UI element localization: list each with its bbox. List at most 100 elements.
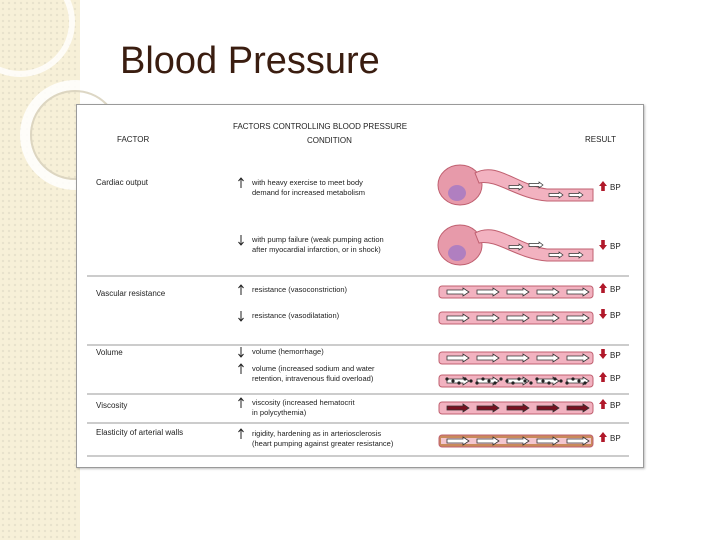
condition-text: resistance (vasodilatation): [252, 311, 340, 320]
flow-arrow: [528, 181, 544, 189]
flow-arrow: [476, 436, 500, 446]
heart-vessel-illustration: [437, 224, 594, 266]
bp-result-label: BP: [610, 311, 621, 320]
vessel-illustration: [438, 285, 594, 299]
bp-result-label: BP: [610, 351, 621, 360]
flow-arrow: [536, 436, 560, 446]
factor-label: Elasticity of arterial walls: [96, 428, 183, 437]
condition-text: volume (increased sodium and water: [252, 364, 375, 373]
fluid-particle: [499, 377, 503, 381]
bp-result-label: BP: [610, 183, 621, 192]
fluid-particle: [517, 377, 521, 381]
fluid-particle: [487, 379, 491, 383]
blood-pressure-figure: FACTORS CONTROLLING BLOOD PRESSURE FACTO…: [76, 104, 644, 468]
fluid-particle: [565, 381, 569, 385]
flow-arrow: [446, 287, 470, 297]
flow-arrow: [566, 436, 590, 446]
condition-text: with heavy exercise to meet body: [251, 178, 363, 187]
slide-title: Blood Pressure: [120, 40, 380, 82]
fluid-particle: [571, 377, 575, 381]
fluid-particle: [463, 377, 467, 381]
bp-result-label: BP: [610, 374, 621, 383]
direction-arrow-head: [238, 177, 244, 182]
fluid-particle: [559, 379, 563, 383]
fluid-particle: [511, 381, 515, 385]
header-condition: CONDITION: [307, 136, 352, 145]
condition-text: (heart pumping against greater resistanc…: [252, 439, 394, 448]
bp-up-arrow: [599, 283, 607, 293]
fluid-particle: [541, 379, 545, 383]
flow-arrow: [536, 353, 560, 363]
condition-text: after myocardial infarction, or in shock…: [252, 245, 381, 254]
flow-arrow: [568, 191, 584, 199]
decorative-side-band: [0, 0, 80, 540]
vessel-illustration: [438, 401, 594, 415]
aorta-vessel: [474, 169, 594, 202]
header-factor: FACTOR: [117, 135, 150, 144]
flow-arrow: [506, 436, 530, 446]
flow-arrow: [566, 287, 590, 297]
direction-arrow-head: [238, 284, 244, 289]
direction-arrow-head: [238, 353, 244, 358]
fluid-particle: [553, 377, 557, 381]
flow-arrow: [548, 251, 564, 259]
flow-arrow: [568, 251, 584, 259]
fluid-particle: [475, 381, 479, 385]
factor-label: Cardiac output: [96, 178, 149, 187]
condition-text: resistance (vasoconstriction): [252, 285, 348, 294]
flow-arrow: [548, 191, 564, 199]
bp-up-arrow: [599, 372, 607, 382]
flow-arrow: [446, 403, 470, 413]
flow-arrow: [536, 313, 560, 323]
factor-label: Viscosity: [96, 401, 127, 410]
direction-arrow-head: [238, 317, 244, 322]
vessel-illustration: [438, 351, 594, 365]
flow-arrow: [506, 313, 530, 323]
bp-result-label: BP: [610, 242, 621, 251]
factor-label: Volume: [96, 348, 123, 357]
fluid-particle: [481, 377, 485, 381]
flow-arrow: [476, 353, 500, 363]
bp-down-arrow: [599, 240, 607, 250]
bp-up-arrow: [599, 181, 607, 191]
heart-vessel-illustration: [437, 164, 594, 206]
direction-arrow-head: [238, 428, 244, 433]
flow-arrow: [536, 287, 560, 297]
factor-label: Vascular resistance: [96, 289, 166, 298]
fluid-particle: [529, 381, 533, 385]
bp-down-arrow: [599, 349, 607, 359]
fluid-particle: [505, 379, 509, 383]
flow-arrow: [528, 241, 544, 249]
header-result: RESULT: [585, 135, 616, 144]
bp-result-label: BP: [610, 434, 621, 443]
factors-diagram: FACTORS CONTROLLING BLOOD PRESSURE FACTO…: [87, 122, 629, 457]
fluid-particle: [451, 379, 455, 383]
fluid-particle: [469, 379, 473, 383]
fluid-particle: [577, 379, 581, 383]
bp-result-label: BP: [610, 285, 621, 294]
fluid-particle: [583, 381, 587, 385]
condition-text: retention, intravenous fluid overload): [252, 374, 374, 383]
condition-text: volume (hemorrhage): [252, 347, 324, 356]
bp-up-arrow: [599, 399, 607, 409]
flow-arrow: [476, 287, 500, 297]
flow-arrow: [506, 353, 530, 363]
fluid-particle: [535, 377, 539, 381]
fluid-particle: [493, 381, 497, 385]
flow-arrow: [508, 243, 524, 251]
flow-arrow: [446, 313, 470, 323]
fluid-particle: [445, 377, 449, 381]
condition-text: rigidity, hardening as in arterioscleros…: [252, 429, 381, 438]
condition-text: viscosity (increased hematocrit: [252, 398, 355, 407]
condition-text: with pump failure (weak pumping action: [251, 235, 384, 244]
direction-arrow-head: [238, 397, 244, 402]
flow-arrow: [508, 183, 524, 191]
vessel-illustration: [438, 434, 594, 448]
flow-arrow: [476, 403, 500, 413]
fluid-particle: [523, 379, 527, 383]
flow-arrow: [566, 313, 590, 323]
condition-text: in polycythemia): [252, 408, 307, 417]
bp-up-arrow: [599, 432, 607, 442]
vessel-illustration: [438, 311, 594, 325]
heart-chamber: [448, 245, 466, 261]
